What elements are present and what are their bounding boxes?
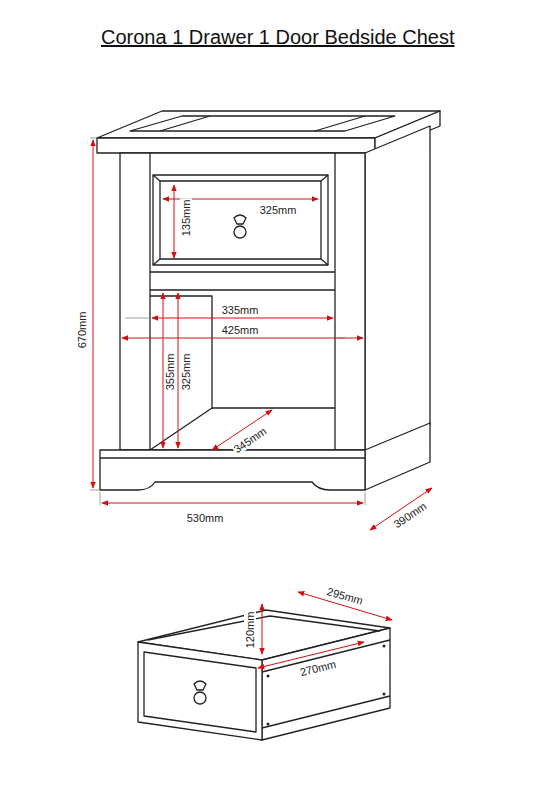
dimension-label: 325mm	[259, 204, 298, 216]
dimension-label: 135mm	[180, 199, 192, 238]
dimension-label: 390mm	[391, 499, 430, 531]
dimension-label: 335mm	[221, 304, 260, 316]
dimension-label: 325mm	[180, 353, 192, 392]
dimension-label: 355mm	[164, 353, 176, 392]
title: Corona 1 Drawer 1 Door Bedside Chest	[101, 26, 455, 49]
dimension-label: 120mm	[244, 611, 256, 650]
dimension-label: 425mm	[221, 324, 260, 336]
dimension-label: 670mm	[76, 311, 88, 350]
dimension-label: 530mm	[186, 512, 225, 524]
dimension-label: 295mm	[325, 585, 365, 607]
